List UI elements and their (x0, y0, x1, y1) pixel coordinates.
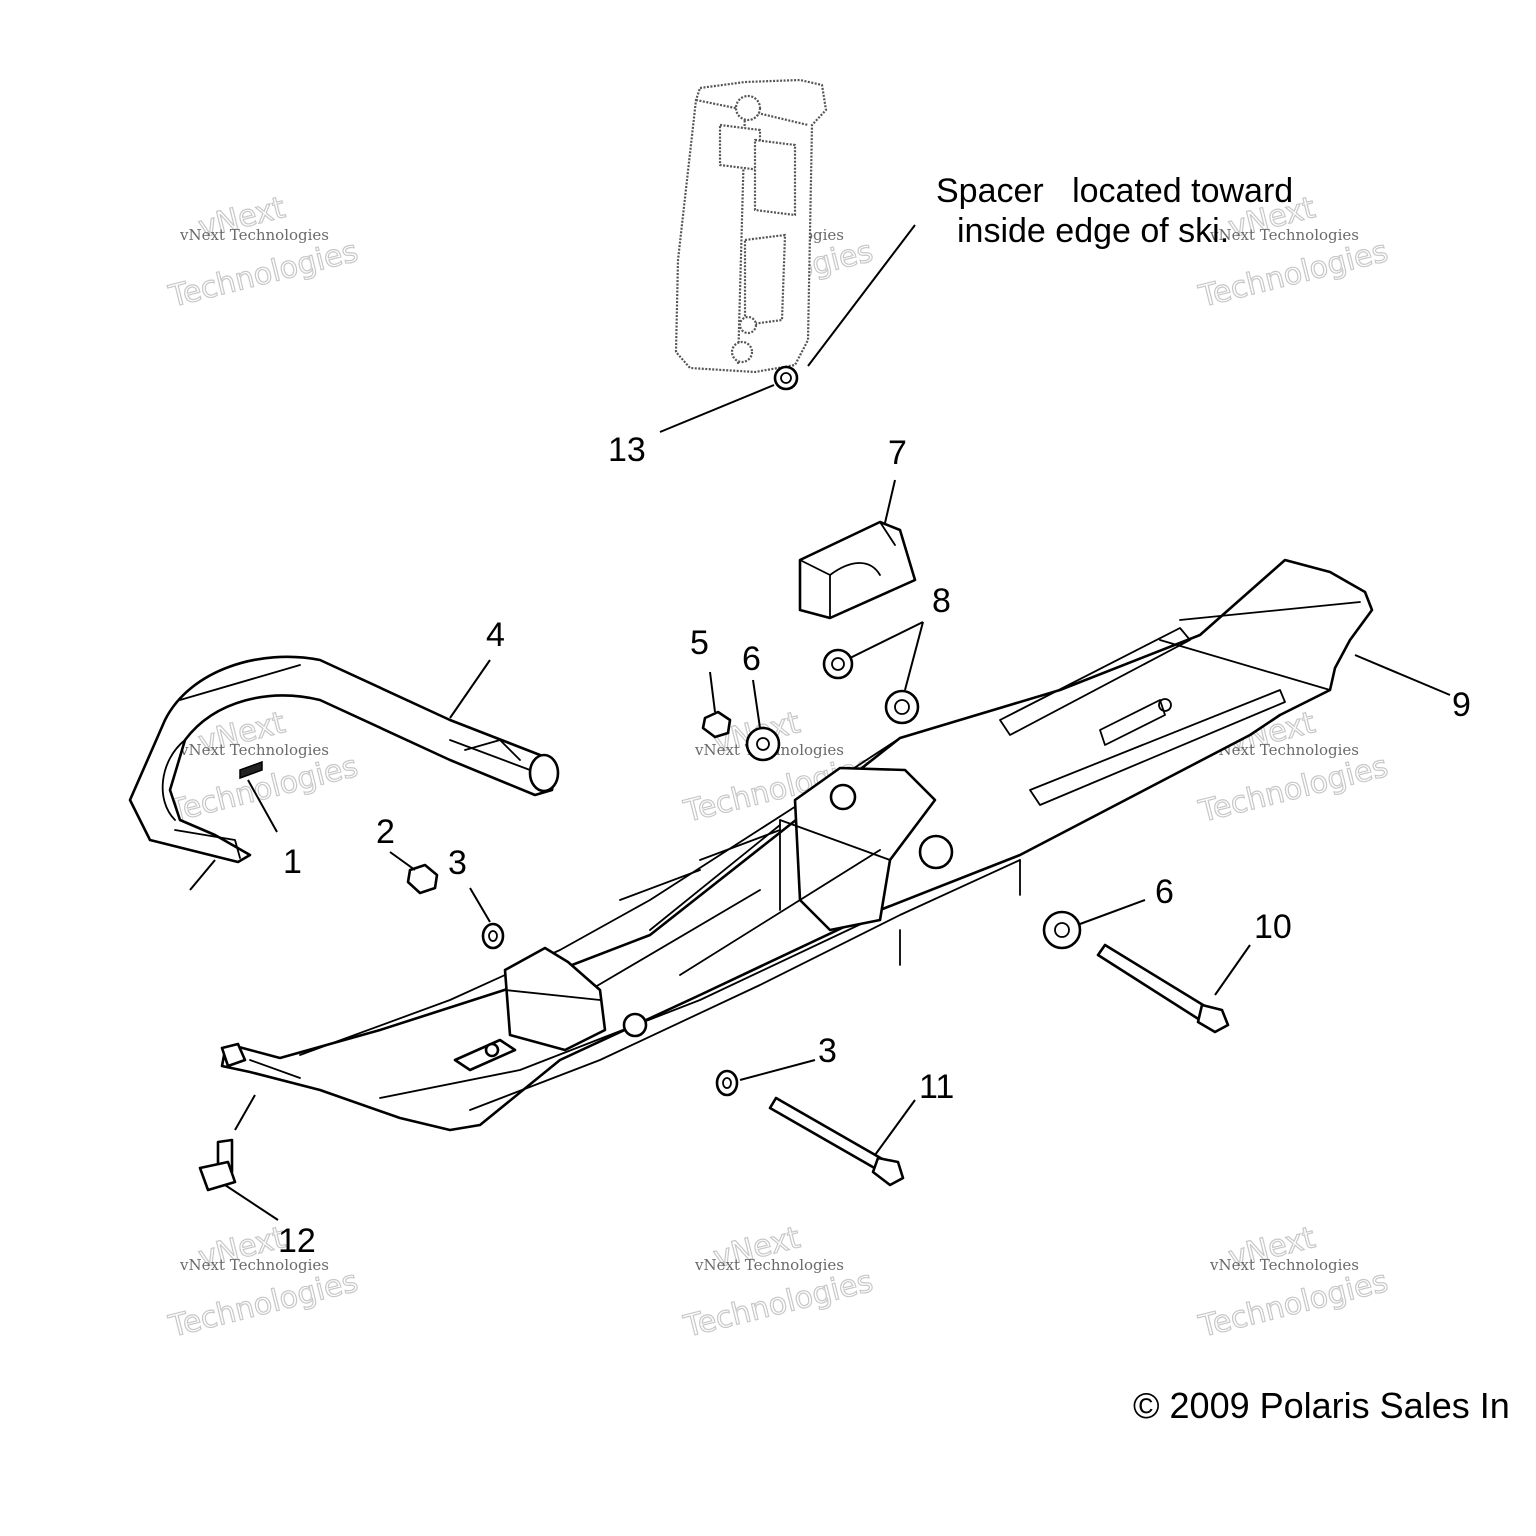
watermark: vNext vNext Technologies Technologies (164, 1220, 362, 1346)
watermark-big-bottom: Technologies (1195, 1264, 1391, 1345)
leader-lines (189, 224, 1451, 1221)
watermark-big-bottom: Technologies (1195, 749, 1391, 830)
callout-7: 7 (888, 434, 907, 472)
ski-loop (128, 655, 560, 864)
callout-10: 10 (1254, 908, 1292, 946)
callout-12: 12 (278, 1222, 316, 1260)
callout-9: 9 (1452, 686, 1471, 724)
note-line-1: Spacer located toward (936, 172, 1293, 210)
note-line-2: inside edge of ski. (957, 212, 1229, 250)
copyright-text: © 2009 Polaris Sales In (1133, 1385, 1510, 1426)
hardware (198, 365, 1230, 1192)
watermark-big-bottom: Technologies (165, 234, 361, 315)
callout-3-lower: 3 (818, 1032, 837, 1070)
callout-3: 3 (448, 844, 467, 882)
watermark-big-bottom: Technologies (165, 1264, 361, 1345)
spacer-note: Spacer located toward inside edge of ski… (936, 172, 1293, 250)
callout-6-lower: 6 (1155, 873, 1174, 911)
callout-labels: 1 2 3 4 5 6 7 8 9 6 10 3 11 12 13 (278, 431, 1471, 1260)
watermark: vNext vNext Technologies Technologies (164, 190, 362, 316)
callout-6: 6 (742, 640, 761, 678)
watermark-small: vNext Technologies (179, 741, 329, 759)
ski-body (220, 558, 1374, 1132)
watermark-small: vNext Technologies (1209, 226, 1359, 244)
watermark-small: vNext Technologies (179, 1256, 329, 1274)
callout-1: 1 (283, 843, 302, 881)
callout-5: 5 (690, 624, 709, 662)
watermark: vNext vNext Technologies Technologies (679, 1220, 877, 1346)
callout-13: 13 (608, 431, 646, 469)
watermark-small: vNext Technologies (179, 226, 329, 244)
callout-4: 4 (486, 616, 505, 654)
watermark-small: vNext Technologies (1209, 1256, 1359, 1274)
watermark-big-bottom: Technologies (165, 749, 361, 830)
callout-11: 11 (919, 1068, 954, 1106)
callout-8: 8 (932, 582, 951, 620)
callout-2: 2 (376, 813, 395, 851)
spindle-bracket (674, 78, 828, 374)
watermark-small: vNext Technologies (694, 1256, 844, 1274)
bumper-block (798, 520, 917, 620)
watermark-big-bottom: Technologies (680, 1264, 876, 1345)
watermark-small: vNext Technologies (1209, 741, 1359, 759)
watermark: vNext vNext Technologies Technologies (1194, 1220, 1392, 1346)
